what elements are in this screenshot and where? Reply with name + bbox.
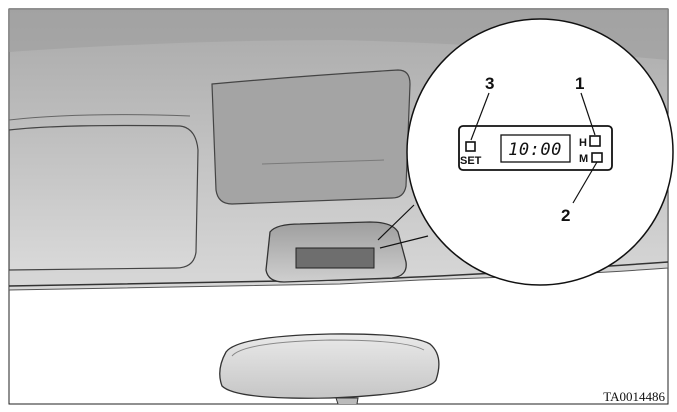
clock-housing-display	[296, 248, 374, 268]
mirror-mount	[336, 398, 358, 410]
minute-button-label: M	[579, 153, 588, 165]
callout-number-3: 3	[485, 74, 494, 93]
callout-number-1: 1	[575, 74, 584, 93]
left-sun-visor	[9, 126, 198, 271]
hour-button-label: H	[579, 137, 587, 149]
hour-button[interactable]	[590, 136, 600, 146]
minute-button[interactable]	[592, 153, 602, 162]
overhead-panel	[212, 70, 410, 204]
figure-id-label: TA0014486	[603, 389, 665, 404]
set-button[interactable]	[466, 142, 475, 151]
rear-view-mirror	[220, 334, 439, 398]
clock-module: 10:00 SET H M	[459, 126, 612, 170]
set-button-label: SET	[460, 155, 482, 167]
callout-number-2: 2	[561, 206, 570, 225]
clock-time-readout: 10:00	[508, 140, 562, 160]
